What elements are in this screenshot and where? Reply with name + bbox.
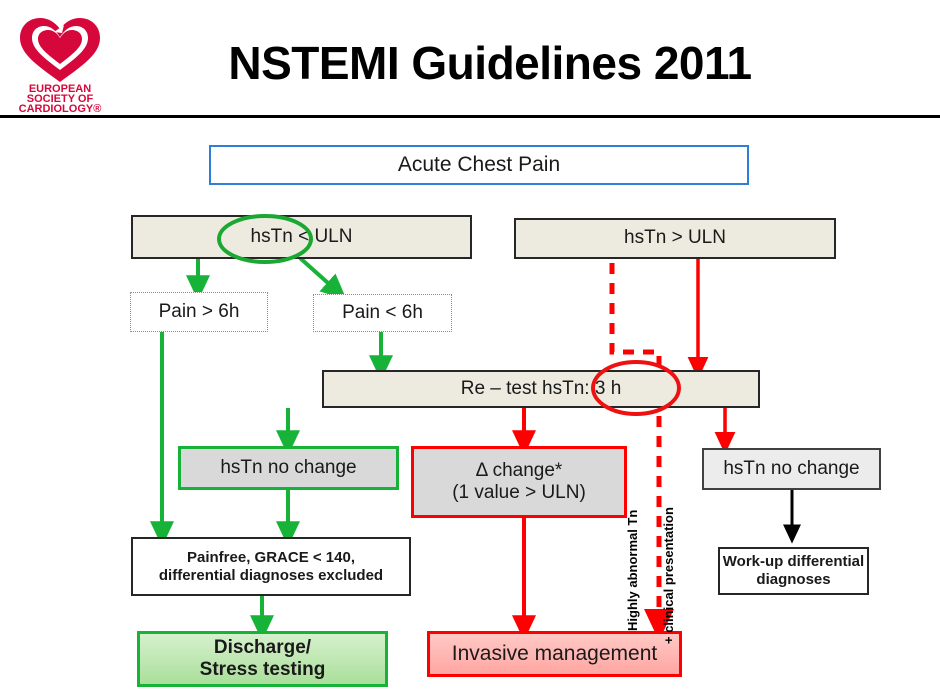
node-hstn-above-uln[interactable]: hsTn > ULN <box>514 218 836 259</box>
heart-icon <box>20 18 100 82</box>
node-label: Pain > 6h <box>158 300 240 322</box>
node-label: Re – test hsTn: 3 h <box>460 377 622 399</box>
node-label: hsTn no change <box>723 457 860 479</box>
annotation-clinical-presentation: + clinical presentation <box>661 507 676 644</box>
node-label-line-1: Work-up differential <box>722 553 865 571</box>
node-label-line-1: Δ change* <box>475 459 563 481</box>
node-painfree-grace[interactable]: Painfree, GRACE < 140, differential diag… <box>131 537 411 596</box>
logo-line-2: SOCIETY OF <box>27 93 94 105</box>
page-title: NSTEMI Guidelines 2011 <box>228 37 752 89</box>
node-label: hsTn < ULN <box>250 225 353 247</box>
node-delta-change[interactable]: Δ change* (1 value > ULN) <box>411 446 627 518</box>
node-label-line-2: Stress testing <box>199 659 326 680</box>
node-invasive-management[interactable]: Invasive management <box>427 631 682 677</box>
node-label-line-2: differential diagnoses excluded <box>158 566 384 584</box>
red-ellipse-annotation <box>591 360 681 416</box>
node-workup-differential[interactable]: Work-up differential diagnoses <box>718 547 869 595</box>
esc-logo: EUROPEAN SOCIETY OF CARDIOLOGY® <box>8 8 112 112</box>
node-hstn-no-change-left[interactable]: hsTn no change <box>178 446 399 490</box>
node-label: Pain < 6h <box>342 301 423 323</box>
node-pain-under-6h[interactable]: Pain < 6h <box>313 294 452 332</box>
node-label: Invasive management <box>451 641 658 665</box>
node-label-line-2: diagnoses <box>756 571 831 588</box>
green-ellipse-annotation <box>217 214 313 264</box>
node-label-line-2: (1 value > ULN) <box>452 482 586 503</box>
node-label-line-1: Painfree, GRACE < 140, <box>187 548 355 566</box>
node-retest-hstn[interactable]: Re – test hsTn: 3 h <box>322 370 760 408</box>
node-acute-chest-pain[interactable]: Acute Chest Pain <box>209 145 749 185</box>
node-hstn-no-change-right[interactable]: hsTn no change <box>702 448 881 490</box>
header-divider <box>0 115 940 118</box>
node-label: hsTn no change <box>220 456 357 478</box>
annotation-highly-abnormal-tn: Highly abnormal Tn <box>625 509 640 631</box>
node-label: Acute Chest Pain <box>397 152 561 176</box>
node-label: hsTn > ULN <box>624 227 726 249</box>
logo-line-3: CARDIOLOGY® <box>19 103 102 112</box>
node-discharge-stress-testing[interactable]: Discharge/ Stress testing <box>137 631 388 687</box>
node-label-line-1: Discharge/ <box>213 636 312 658</box>
node-pain-over-6h[interactable]: Pain > 6h <box>130 292 268 332</box>
slide-header: EUROPEAN SOCIETY OF CARDIOLOGY® NSTEMI G… <box>0 0 940 118</box>
logo-line-1: EUROPEAN <box>29 83 91 95</box>
